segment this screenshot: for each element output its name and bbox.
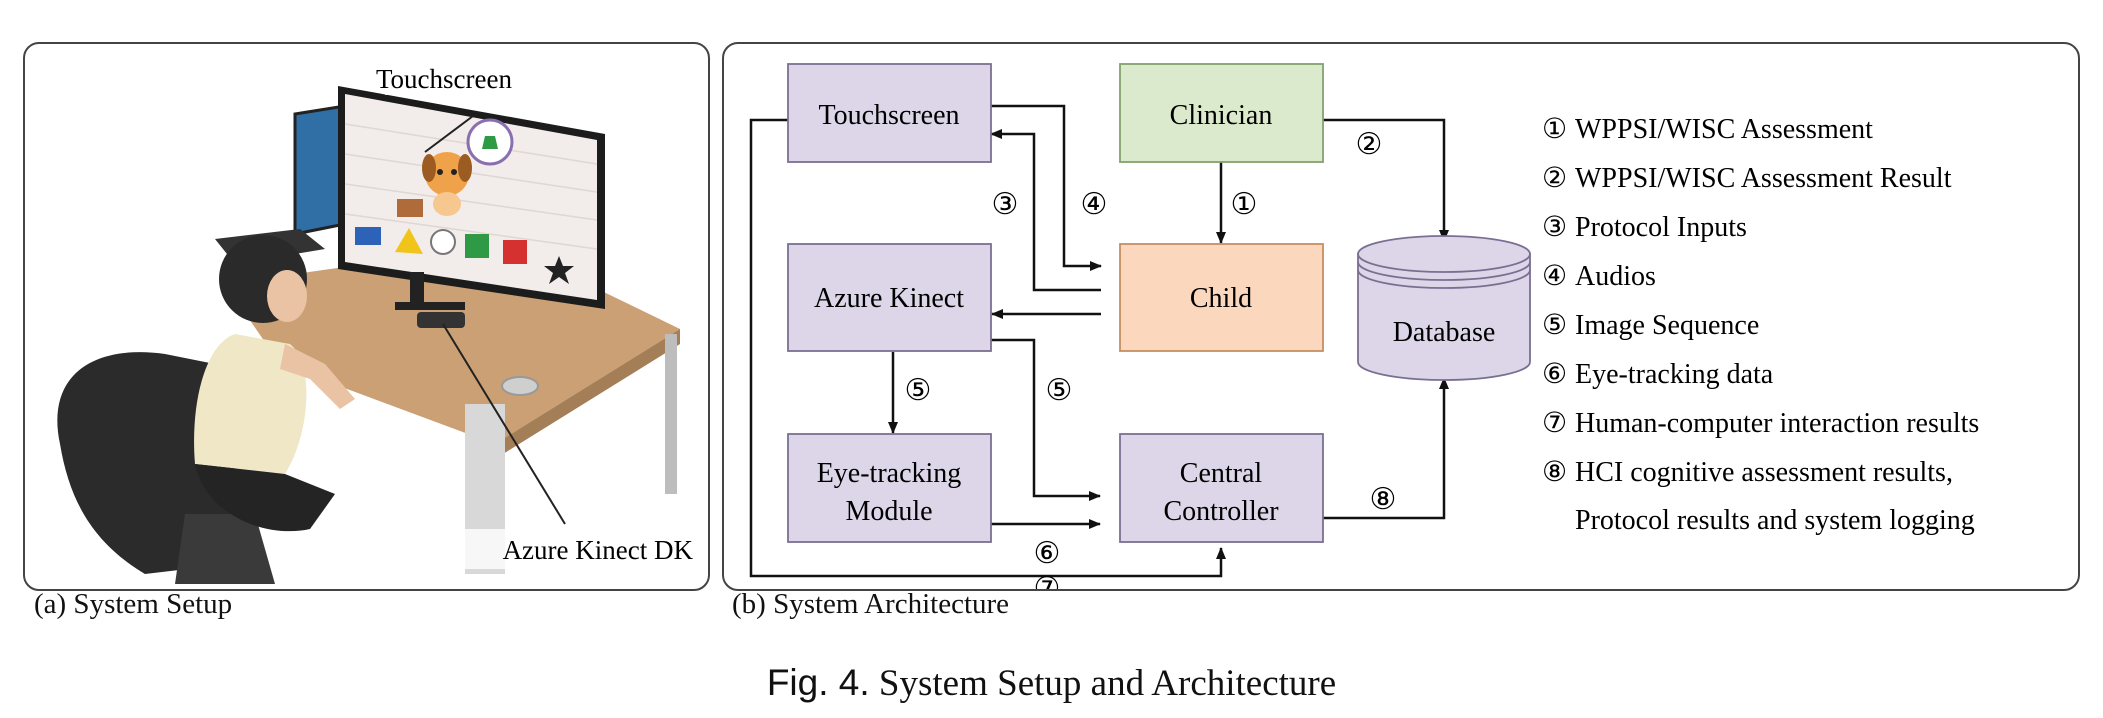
- database-node-label: Database: [1393, 317, 1496, 348]
- central-controller-node-label-2: Controller: [1163, 496, 1279, 527]
- edge-central-to-database: [1322, 377, 1449, 520]
- edge-touchscreen-to-central: [749, 118, 1226, 578]
- kinect-label: Azure Kinect DK: [503, 535, 694, 565]
- legend: ① WPPSI/WISC Assessment ② WPPSI/WISC Ass…: [1542, 114, 1979, 536]
- eye-tracking-node-label-2: Module: [845, 496, 932, 527]
- edge-marker-7-visible: ⑦: [1034, 572, 1061, 589]
- red-square: [503, 240, 527, 264]
- touchscreen-node: [787, 63, 992, 163]
- legend-text-8: HCI cognitive assessment results,: [1575, 457, 1953, 488]
- figure-caption: Fig. 4. System Setup and Architecture: [0, 662, 2103, 705]
- legend-text-2: WPPSI/WISC Assessment Result: [1575, 163, 1952, 194]
- legend-num-2: ②: [1542, 163, 1567, 194]
- legend-text-7: Human-computer interaction results: [1575, 408, 1979, 439]
- black-star: [544, 256, 574, 284]
- legend-num-5: ⑤: [1542, 310, 1567, 341]
- legend-num-4: ④: [1542, 261, 1567, 292]
- system-architecture-panel: Touchscreen Clinician Azure Kinect Child…: [722, 42, 2080, 605]
- legend-text-8-continued: Protocol results and system logging: [1575, 505, 1975, 536]
- edge-marker-2: ②: [1356, 128, 1383, 161]
- figure-caption-label: Fig. 4.: [766, 662, 870, 703]
- legend-num-7: ⑦: [1542, 408, 1567, 439]
- child-node-label: Child: [1190, 283, 1252, 314]
- legend-num-1: ①: [1542, 114, 1567, 145]
- edge-clinician-to-database: [1322, 118, 1449, 242]
- legend-text-1: WPPSI/WISC Assessment: [1575, 114, 1873, 145]
- clinician-node: [1119, 63, 1324, 163]
- child-pants: [195, 464, 335, 532]
- blue-rectangle: [355, 227, 381, 245]
- figure-caption-text: System Setup and Architecture: [878, 663, 1337, 704]
- yellow-triangle: [395, 228, 423, 254]
- edge-marker-6: ⑥: [1034, 537, 1061, 570]
- desk-grommet: [501, 376, 539, 396]
- eye-tracking-node: [787, 433, 992, 543]
- panel-b-caption: (b) System Architecture: [732, 588, 1010, 620]
- edge-kinect-to-central: [991, 338, 1101, 501]
- legend-num-8: ⑧: [1542, 457, 1567, 488]
- edge-touchscreen-to-child: [990, 104, 1102, 271]
- legend-num-6: ⑥: [1542, 359, 1567, 390]
- panel-a-caption: (a) System Setup: [34, 588, 233, 620]
- touchscreen-node-label: Touchscreen: [818, 100, 959, 131]
- central-controller-node-label-1: Central: [1180, 458, 1263, 489]
- edge-marker-4: ④: [1081, 188, 1108, 221]
- edge-child-to-touchscreen: [990, 129, 1101, 292]
- edge-marker-5b: ⑤: [1046, 374, 1073, 407]
- touchscreen-label: Touchscreen: [376, 64, 513, 94]
- azure-kinect-node-label: Azure Kinect: [814, 283, 964, 314]
- eye-tracking-node-label-1: Eye-tracking: [817, 458, 962, 489]
- legend-text-6: Eye-tracking data: [1575, 359, 1774, 390]
- database-node: Database: [1357, 235, 1531, 381]
- edge-marker-8: ⑧: [1370, 483, 1397, 516]
- edge-marker-5a: ⑤: [905, 374, 932, 407]
- azure-kinect-device: [417, 312, 465, 328]
- system-setup-panel: Touchscreen Azure Kinect DK: [23, 42, 710, 591]
- legend-num-3: ③: [1542, 212, 1567, 243]
- white-circle: [430, 229, 456, 255]
- laptop: [293, 104, 347, 236]
- dog-mascot: [425, 152, 469, 196]
- legend-text-4: Audios: [1575, 261, 1656, 292]
- edge-marker-3: ③: [992, 188, 1019, 221]
- edge-marker-1: ①: [1231, 188, 1258, 221]
- architecture-diagram: Touchscreen Clinician Azure Kinect Child…: [749, 63, 1979, 605]
- green-square: [465, 234, 489, 258]
- central-controller-node: [1119, 433, 1324, 543]
- legend-text-3: Protocol Inputs: [1575, 212, 1747, 243]
- legend-text-5: Image Sequence: [1575, 310, 1759, 341]
- child-node: [1119, 243, 1324, 352]
- child-shirt: [194, 334, 307, 474]
- system-setup-photo: Touchscreen Azure Kinect DK: [57, 59, 700, 584]
- clinician-node-label: Clinician: [1170, 100, 1273, 131]
- azure-kinect-node: [787, 243, 992, 352]
